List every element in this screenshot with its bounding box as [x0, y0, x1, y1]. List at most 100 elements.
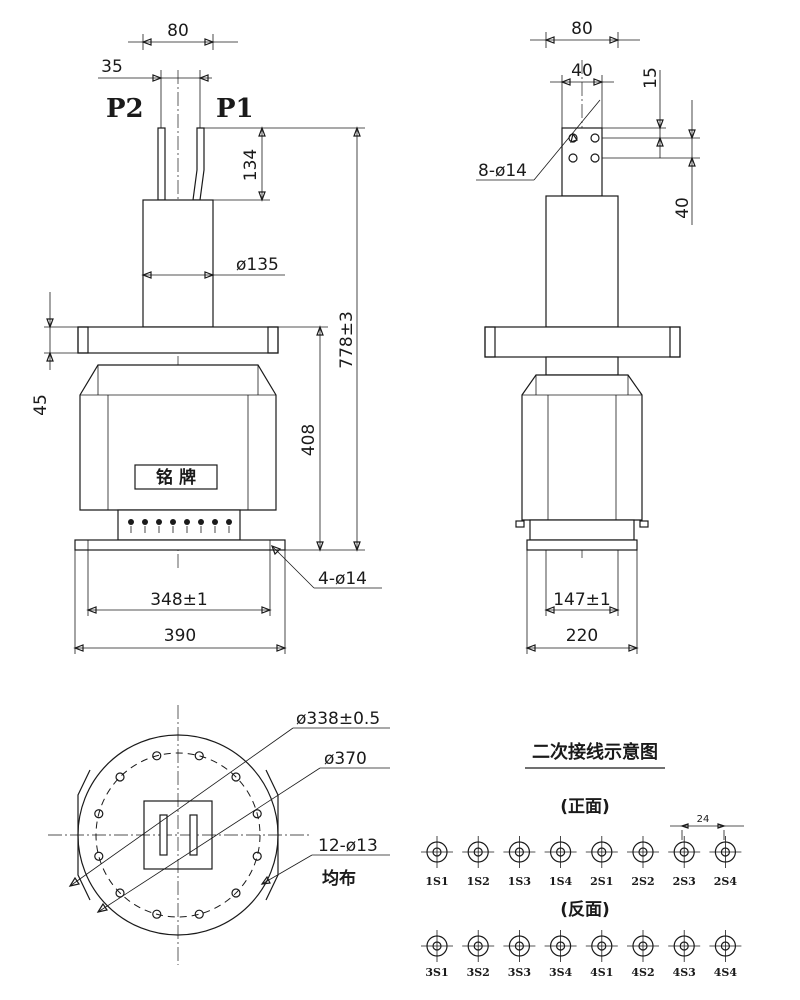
- dim-side-80: 80: [571, 19, 593, 39]
- terminal-outer-circle: [467, 935, 489, 957]
- terminal-inner-circle: [432, 941, 442, 951]
- terminal-inner-circle: [720, 847, 731, 857]
- bolt-hole: [252, 809, 262, 819]
- terminal-p1-label: P1: [216, 94, 254, 124]
- terminal-inner-circle: [638, 847, 648, 857]
- terminal-outer-circle: [508, 935, 531, 957]
- dim-front-134: 134: [241, 149, 261, 181]
- label-uniform: 均布: [322, 868, 356, 889]
- terminal-box-dot: [128, 519, 134, 525]
- dim-front-dia135: ø135: [236, 255, 279, 275]
- bolt-hole: [115, 888, 125, 898]
- terminal-box-dot: [226, 519, 232, 525]
- back-terminal-row: 3S1 3S2 3S3 3S4 4S1 4S2 4S3 4S4: [421, 930, 742, 979]
- terminal-outer-circle: [673, 935, 695, 957]
- dim-side-holes: 8-ø14: [478, 161, 527, 181]
- terminal-inner-circle: [638, 941, 648, 951]
- back-label: (反面): [560, 900, 610, 920]
- bolt-circle: [95, 752, 261, 918]
- bolt-hole: [94, 851, 104, 861]
- terminal-inner-circle: [679, 847, 689, 857]
- terminal-inner-circle: [555, 847, 566, 857]
- side-view: 80 40 15 40 8-ø14 147±1 2: [476, 19, 700, 654]
- terminal-label: 3S3: [508, 966, 531, 979]
- terminal-outer-circle: [426, 935, 448, 957]
- terminal-label: 2S4: [714, 875, 738, 888]
- bolt-hole: [152, 909, 162, 919]
- terminal-label: 4S4: [714, 966, 738, 979]
- terminal-outer-circle: [467, 841, 489, 863]
- terminal-p2-label: P2: [106, 94, 144, 124]
- bottom-view: ø338±0.5 ø370 12-ø13 均布: [48, 705, 390, 965]
- terminal-box-dot: [212, 519, 218, 525]
- terminal-outer-circle: [632, 935, 654, 957]
- dim-side-147: 147±1: [553, 590, 611, 610]
- terminal-box: [117, 509, 241, 541]
- dim-front-778: 778±3: [337, 311, 357, 369]
- terminal-box-dot: [142, 519, 148, 525]
- terminal-outer-circle: [549, 841, 572, 863]
- terminal-inner-circle: [432, 847, 442, 857]
- terminal-inner-circle: [514, 847, 525, 857]
- dim-front-408: 408: [299, 424, 319, 456]
- terminal-inner-circle: [679, 941, 689, 951]
- front-view: 铭 牌 P2 P1 80 35 134 778±3: [31, 21, 382, 654]
- terminal-inner-circle: [473, 941, 483, 951]
- dim-side-40: 40: [571, 61, 593, 81]
- dim-front-390: 390: [164, 626, 196, 646]
- dim-front-holes: 4-ø14: [318, 569, 367, 589]
- dim-wiring-24: 24: [697, 814, 710, 825]
- wiring-title: 二次接线示意图: [532, 741, 658, 763]
- bolt-hole: [94, 809, 104, 819]
- terminal-outer-circle: [591, 935, 613, 957]
- terminal-inner-circle: [597, 847, 607, 857]
- dim-side-15: 15: [641, 67, 661, 89]
- terminal-label: 3S2: [467, 966, 490, 979]
- terminal-outer-circle: [714, 935, 737, 957]
- dim-front-348: 348±1: [150, 590, 208, 610]
- bolt-holes: [94, 751, 262, 919]
- terminal-inner-circle: [473, 847, 483, 857]
- terminal-label: 4S2: [631, 966, 654, 979]
- nameplate: [134, 464, 218, 490]
- terminal-inner-circle: [555, 941, 566, 951]
- terminal-outer-circle: [591, 841, 613, 863]
- terminal-label: 1S3: [508, 875, 531, 888]
- bolt-hole: [252, 851, 262, 861]
- terminal-label: 2S2: [631, 875, 654, 888]
- dim-side-220: 220: [566, 626, 598, 646]
- bolt-hole: [115, 772, 125, 782]
- bolt-hole: [152, 751, 162, 761]
- front-label: (正面): [560, 797, 610, 817]
- terminal-label: 4S1: [590, 966, 613, 979]
- terminal-label: 2S3: [673, 875, 696, 888]
- bolt-hole: [194, 751, 204, 761]
- terminal-label: 4S3: [673, 966, 696, 979]
- dim-side-40-vertical: 40: [673, 197, 693, 219]
- terminal-outer-circle: [632, 841, 654, 863]
- terminal-label: 1S4: [549, 875, 573, 888]
- bolt-hole: [231, 772, 241, 782]
- terminal-outer-circle: [426, 841, 448, 863]
- terminal-label: 2S1: [590, 875, 613, 888]
- terminal-label: 3S4: [549, 966, 573, 979]
- dim-bottom-370: ø370: [324, 749, 367, 769]
- bolt-hole: [231, 888, 241, 898]
- terminal-outer-circle: [673, 841, 695, 863]
- terminal-outer-circle: [508, 841, 531, 863]
- terminal-label: 3S1: [425, 966, 448, 979]
- terminal-outer-circle: [549, 935, 572, 957]
- terminal-inner-circle: [597, 941, 607, 951]
- terminal-outer-circle: [714, 841, 737, 863]
- dim-front-45: 45: [31, 394, 51, 416]
- bolt-hole: [194, 909, 204, 919]
- terminal-label: 1S1: [425, 875, 448, 888]
- terminal-box-dot: [156, 519, 162, 525]
- terminal-box-dot: [198, 519, 204, 525]
- terminal-box-dot: [170, 519, 176, 525]
- terminal-box-dots: [128, 519, 232, 533]
- terminal-inner-circle: [514, 941, 525, 951]
- dim-bottom-holes: 12-ø13: [318, 836, 378, 856]
